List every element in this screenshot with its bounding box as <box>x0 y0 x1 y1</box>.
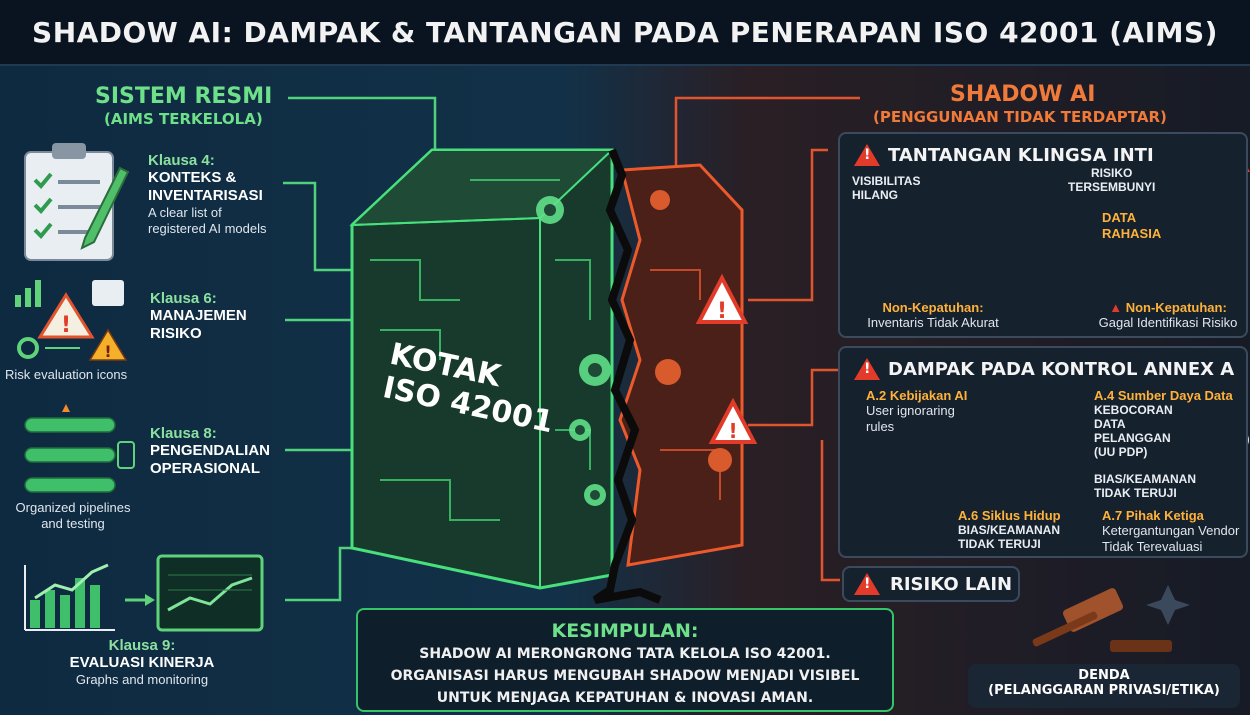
conclusion-box: KESIMPULAN: SHADOW AI MERONGRONG TATA KE… <box>356 608 894 712</box>
annex-a4-bias-2: TIDAK TERUJI <box>1094 486 1177 500</box>
secret-data-line-2: RAHASIA <box>1102 226 1162 241</box>
clause-number: Klausa 6: <box>150 290 217 307</box>
panel-core-challenges-title-text: TANTANGAN KLINGSA INTI <box>888 144 1154 166</box>
conclusion-heading: KESIMPULAN: <box>551 620 699 642</box>
noncompliance-2-head: ▲ Non-Kepatuhan: <box>1088 300 1248 315</box>
clause-number: Klausa 8: <box>150 425 217 442</box>
clause-6-note: Risk evaluation icons <box>5 367 128 382</box>
panel-core-challenges-title: TANTANGAN KLINGSA INTI <box>854 144 1154 166</box>
svg-text:!: ! <box>104 342 111 361</box>
annex-a2-text-1: User ignoraring <box>866 403 955 418</box>
page-title: SHADOW AI: DAMPAK & TANTANGAN PADA PENER… <box>32 15 1218 49</box>
noncompliance-1-head: Non-Kepatuhan: <box>882 300 984 315</box>
annex-a4-line-4: (UU PDP) <box>1094 445 1148 459</box>
noncompliance-1-text: Inventaris Tidak Akurat <box>867 315 999 330</box>
annex-a6-line-1: BIAS/KEAMANAN <box>958 523 1060 537</box>
hidden-risk-label: RISIKO TERSEMBUNYI <box>1068 166 1155 194</box>
clause-title-1: EVALUASI KINERJA <box>69 654 215 671</box>
clause-8-note: Organized pipelines and testing <box>6 500 140 532</box>
left-subheading: (AIMS TERKELOLA) <box>104 110 263 128</box>
svg-text:!: ! <box>61 313 71 338</box>
clause-number: Klausa 4: <box>148 152 215 169</box>
other-risks-box: RISIKO LAIN <box>842 566 1020 602</box>
panel-core-challenges: TANTANGAN KLINGSA INTI VISIBILITAS HILAN… <box>838 132 1248 338</box>
clause-title-1: PENGENDALIAN <box>150 442 271 459</box>
clause-note-1: A clear list of <box>148 205 222 220</box>
other-risks-label: RISIKO LAIN <box>890 573 1013 595</box>
annex-a7-head: A.7 Pihak Ketiga <box>1102 508 1204 523</box>
noncompliance-2: ▲ Non-Kepatuhan: Gagal Identifikasi Risi… <box>1088 300 1248 331</box>
annex-a4-line-2: DATA <box>1094 417 1126 431</box>
annex-a2: A.2 Kebijakan AI User ignoraring rules <box>866 388 967 435</box>
clause-title-1: MANAJEMEN <box>150 307 247 324</box>
clause-title-2: RISIKO <box>150 325 202 342</box>
clause-note-2: registered AI models <box>148 221 267 236</box>
noncompliance-2-text: Gagal Identifikasi Risiko <box>1098 315 1238 330</box>
conclusion-line-1: SHADOW AI MERONGRONG TATA KELOLA ISO 420… <box>419 646 831 662</box>
clause-4: Klausa 4: KONTEKS & INVENTARISASI A clea… <box>148 152 267 237</box>
visibility-lost-line-1: VISIBILITAS <box>852 174 921 188</box>
clause-title-1: KONTEKS & <box>148 169 237 186</box>
panel-annex-a-title: DAMPAK PADA KONTROL ANNEX A <box>854 358 1234 380</box>
secret-data-label: DATA RAHASIA <box>1102 210 1161 242</box>
clause-title-2: INVENTARISASI <box>148 187 263 204</box>
iso-box-graphic: ! ! <box>349 148 758 604</box>
right-subheading: (PENGGUNAAN TIDAK TERDAPTAR) <box>873 108 1167 126</box>
annex-a2-head: A.2 Kebijakan AI <box>866 388 968 403</box>
annex-a4-head: A.4 Sumber Daya Data <box>1094 388 1233 403</box>
annex-a6: A.6 Siklus Hidup BIAS/KEAMANAN TIDAK TER… <box>958 508 1061 551</box>
fine-box: DENDA (PELANGGARAN PRIVASI/ETIKA) <box>968 664 1240 708</box>
warning-icon: ▲ <box>1109 300 1123 315</box>
annex-a4-line-3: PELANGGAN <box>1094 431 1171 445</box>
annex-a6-head: A.6 Siklus Hidup <box>958 508 1061 523</box>
clause-note-1: Graphs and monitoring <box>75 672 209 687</box>
clause-number: Klausa 9: <box>108 637 176 654</box>
fine-subtitle: (PELANGGARAN PRIVASI/ETIKA) <box>988 683 1220 698</box>
annex-a7-line-1: Ketergantungan Vendor <box>1102 523 1240 538</box>
panel-annex-a: DAMPAK PADA KONTROL ANNEX A A.2 Kebijaka… <box>838 346 1248 558</box>
noncompliance-1: Non-Kepatuhan: Inventaris Tidak Akurat <box>848 300 1018 331</box>
visibility-lost-label: VISIBILITAS HILANG <box>852 174 920 202</box>
annex-a4-bias-1: BIAS/KEAMANAN <box>1094 472 1196 486</box>
warning-icon <box>854 358 880 380</box>
left-icons: ! ! <box>15 143 264 632</box>
left-heading: SISTEM RESMI <box>95 84 273 109</box>
hidden-risk-line-2: TERSEMBUNYI <box>1068 180 1156 194</box>
title-bar: SHADOW AI: DAMPAK & TANTANGAN PADA PENER… <box>0 0 1250 66</box>
svg-text:!: ! <box>728 419 737 443</box>
right-heading: SHADOW AI <box>950 82 1096 107</box>
conclusion-line-2: ORGANISASI HARUS MENGUBAH SHADOW MENJADI… <box>390 668 860 684</box>
hidden-risk-line-1: RISIKO <box>1091 166 1133 180</box>
annex-a4: A.4 Sumber Daya Data KEBOCORAN DATA PELA… <box>1094 388 1233 459</box>
annex-a4-line-1: KEBOCORAN <box>1094 403 1173 417</box>
clause-9: Klausa 9: EVALUASI KINERJA Graphs and mo… <box>62 637 222 688</box>
annex-a7-line-2: Tidak Terevaluasi <box>1102 539 1203 554</box>
secret-data-line-1: DATA <box>1102 210 1137 225</box>
clause-8-note-2: and testing <box>41 516 105 531</box>
panel-annex-a-title-text: DAMPAK PADA KONTROL ANNEX A <box>888 358 1235 380</box>
clause-title-2: OPERASIONAL <box>150 460 261 477</box>
annex-a2-text-2: rules <box>866 419 895 434</box>
svg-text:!: ! <box>717 299 727 324</box>
clause-8-note-1: Organized pipelines <box>15 500 131 515</box>
conclusion-line-3: UNTUK MENJAGA KEPATUHAN & INOVASI AMAN. <box>436 690 814 706</box>
fine-title: DENDA <box>1078 668 1130 683</box>
annex-a7: A.7 Pihak Ketiga Ketergantungan Vendor T… <box>1102 508 1239 555</box>
warning-icon <box>854 573 880 595</box>
annex-a4-bias: BIAS/KEAMANAN TIDAK TERUJI <box>1094 472 1196 500</box>
clause-8: Klausa 8: PENGENDALIAN OPERASIONAL <box>150 425 270 478</box>
clause-6: Klausa 6: MANAJEMEN RISIKO <box>150 290 247 343</box>
warning-icon <box>854 144 880 166</box>
annex-a6-line-2: TIDAK TERUJI <box>958 537 1041 551</box>
noncompliance-2-head-text: Non-Kepatuhan: <box>1125 300 1227 315</box>
visibility-lost-line-2: HILANG <box>852 188 898 202</box>
